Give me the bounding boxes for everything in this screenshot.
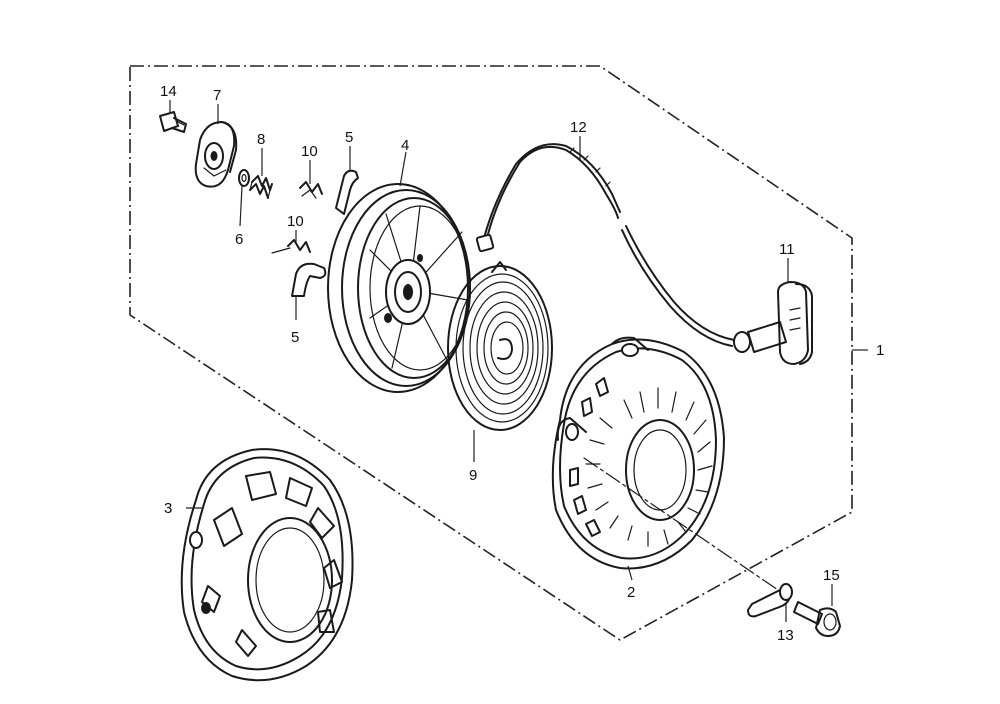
callout-1: 1 <box>876 342 884 359</box>
part-12-rope <box>475 143 735 347</box>
callout-15: 15 <box>823 567 840 584</box>
part-15-flange-bolt <box>793 601 841 637</box>
assembly-boundary <box>129 65 853 641</box>
part-3-pulley-cup <box>180 448 354 682</box>
part-7-ratchet <box>194 121 238 188</box>
callout-7: 7 <box>213 87 221 104</box>
callout-11: 11 <box>779 241 795 258</box>
callout-10-lower: 10 <box>287 213 304 230</box>
callout-10-upper: 10 <box>301 143 318 160</box>
callout-3: 3 <box>164 500 172 517</box>
callout-12: 12 <box>570 119 587 136</box>
part-5-pawl-lower <box>291 262 327 297</box>
callout-5-upper: 5 <box>345 129 353 146</box>
part-10-clip-upper <box>299 181 323 199</box>
callout-6: 6 <box>235 231 243 248</box>
part-6-washer <box>238 169 250 187</box>
part-5-pawl-upper <box>335 169 359 215</box>
callout-2: 2 <box>627 584 635 601</box>
callout-8: 8 <box>257 131 265 148</box>
callout-5-lower: 5 <box>291 329 299 346</box>
part-8-spring <box>249 175 273 199</box>
callout-4: 4 <box>401 137 409 154</box>
callout-9: 9 <box>469 467 477 484</box>
callout-labels: 1 2 3 4 5 5 6 7 8 9 10 10 11 12 13 14 15 <box>160 83 884 644</box>
part-10-clip-lower <box>271 239 311 254</box>
callout-13: 13 <box>777 627 794 644</box>
part-9-recoil-spring <box>447 261 553 431</box>
callout-14: 14 <box>160 83 177 100</box>
part-13-collar <box>747 583 793 618</box>
part-14-bolt <box>159 111 187 133</box>
part-2-starter-case <box>551 336 785 595</box>
leader-lines <box>169 100 868 622</box>
part-11-handle <box>733 281 813 365</box>
